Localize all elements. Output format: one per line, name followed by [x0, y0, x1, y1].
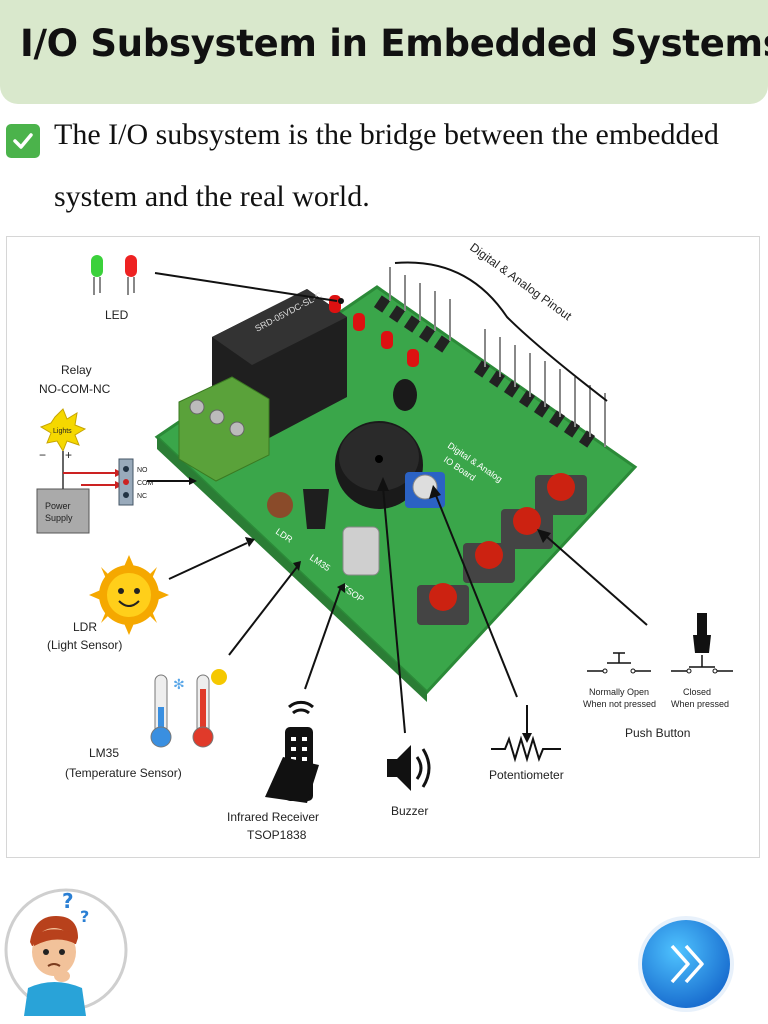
check-box-icon — [6, 124, 40, 158]
push-button-closed-icon — [671, 613, 733, 674]
svg-text:Lights: Lights — [53, 428, 72, 435]
relay-label: Relay — [61, 363, 92, 377]
bullet-text-line-2: system and the real world. — [54, 180, 370, 213]
push-button-open-icon — [587, 652, 651, 674]
ldr-component — [267, 492, 293, 518]
buzzer-component — [335, 421, 423, 509]
relay-pin-no: NO — [137, 467, 148, 474]
ir-label: Infrared Receiver — [227, 810, 319, 824]
pinout-label: Digital & Analog Pinout — [467, 240, 575, 323]
svg-text:?: ? — [80, 907, 89, 926]
capacitor — [393, 379, 417, 411]
thermometer-icon: ✻ — [150, 669, 227, 748]
page-title: I/O Subsystem in Embedded Systems — [20, 22, 768, 65]
ldr-sub-label: (Light Sensor) — [47, 638, 122, 652]
lm35-label: LM35 — [89, 746, 119, 760]
ir-receiver-component — [342, 526, 380, 576]
power-supply-icon — [36, 488, 90, 534]
potentiometer-symbol-icon — [491, 705, 561, 763]
io-board-diagram: SRD-05VDC-SL-C — [6, 236, 760, 858]
double-chevron-right-icon — [638, 916, 734, 1012]
io-board: SRD-05VDC-SL-C — [154, 267, 638, 702]
push-button-label: Push Button — [625, 726, 690, 740]
remote-hand-icon — [265, 700, 319, 803]
light-bulb-icon: Lights — [39, 408, 87, 453]
ir-sub-label: TSOP1838 — [247, 828, 307, 842]
pot-label: Potentiometer — [489, 768, 564, 782]
thinking-person-icon: ? ? — [4, 880, 128, 1016]
sun-icon — [89, 555, 169, 635]
lm35-sub-label: (Temperature Sensor) — [65, 766, 182, 780]
closed-label: Closed — [683, 687, 711, 697]
normally-open-sub: When not pressed — [583, 699, 656, 709]
bullet-text-line-1: The I/O subsystem is the bridge between … — [54, 118, 719, 151]
relay-pin-nc: NC — [137, 493, 147, 500]
svg-text:?: ? — [62, 889, 74, 913]
svg-text:−: − — [39, 448, 46, 462]
ldr-label: LDR — [73, 620, 97, 634]
speaker-icon — [387, 745, 431, 791]
relay-sub-label: NO-COM-NC — [39, 382, 111, 396]
power-supply-text-2: Supply — [45, 513, 73, 523]
buzzer-label: Buzzer — [391, 804, 428, 818]
svg-text:✻: ✻ — [173, 677, 185, 693]
board-push-buttons — [417, 473, 587, 625]
lm35-component — [303, 489, 329, 529]
normally-open-label: Normally Open — [589, 687, 649, 697]
led-label: LED — [105, 308, 129, 322]
svg-text:+: + — [65, 448, 72, 462]
led-icon — [91, 255, 137, 295]
next-slide-button[interactable] — [636, 914, 736, 1014]
closed-sub: When pressed — [671, 699, 729, 709]
relay-pin-com: COM — [137, 480, 154, 487]
power-supply-text-1: Power — [45, 501, 71, 511]
title-banner: I/O Subsystem in Embedded Systems — [0, 0, 768, 104]
terminal-block — [178, 376, 270, 482]
